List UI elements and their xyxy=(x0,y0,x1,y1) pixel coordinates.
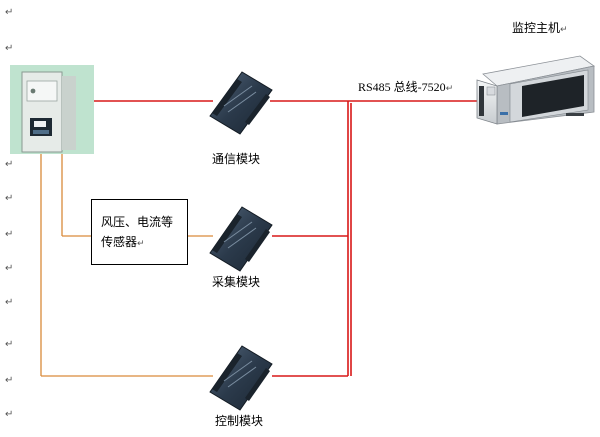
comm-module-label: 通信模块 xyxy=(212,152,261,166)
acq-module xyxy=(209,206,273,272)
monitoring-host-pc xyxy=(476,55,595,125)
acq-module-label: 采集模块 xyxy=(212,275,261,289)
paragraph-mark: ↵ xyxy=(5,193,14,204)
ctrl-module-label: 控制模块 xyxy=(215,414,264,428)
comm-module xyxy=(209,71,273,135)
paragraph-mark: ↵ xyxy=(5,159,14,170)
sensor-box-line2: 传感器↵ xyxy=(101,235,145,249)
paragraph-mark: ↵ xyxy=(5,375,14,386)
rs485-bus xyxy=(94,100,477,377)
paragraph-mark: ↵ xyxy=(5,7,14,18)
paragraph-mark: ↵ xyxy=(5,229,14,240)
paragraph-mark: ↵ xyxy=(5,297,14,308)
bus-label: RS485 总线-7520↵ xyxy=(358,80,454,94)
paragraph-mark: ↵ xyxy=(5,409,14,420)
paragraph-mark: ↵ xyxy=(5,43,14,54)
field-wiring xyxy=(40,154,213,377)
controller-cabinet xyxy=(10,65,94,154)
host-label: 监控主机↵ xyxy=(512,21,568,35)
sensor-box: 风压、电流等 传感器↵ xyxy=(91,199,188,265)
paragraph-mark: ↵ xyxy=(5,339,14,350)
ctrl-module xyxy=(209,345,273,411)
paragraph-mark: ↵ xyxy=(5,263,14,274)
sensor-box-line1: 风压、电流等 xyxy=(101,215,174,229)
